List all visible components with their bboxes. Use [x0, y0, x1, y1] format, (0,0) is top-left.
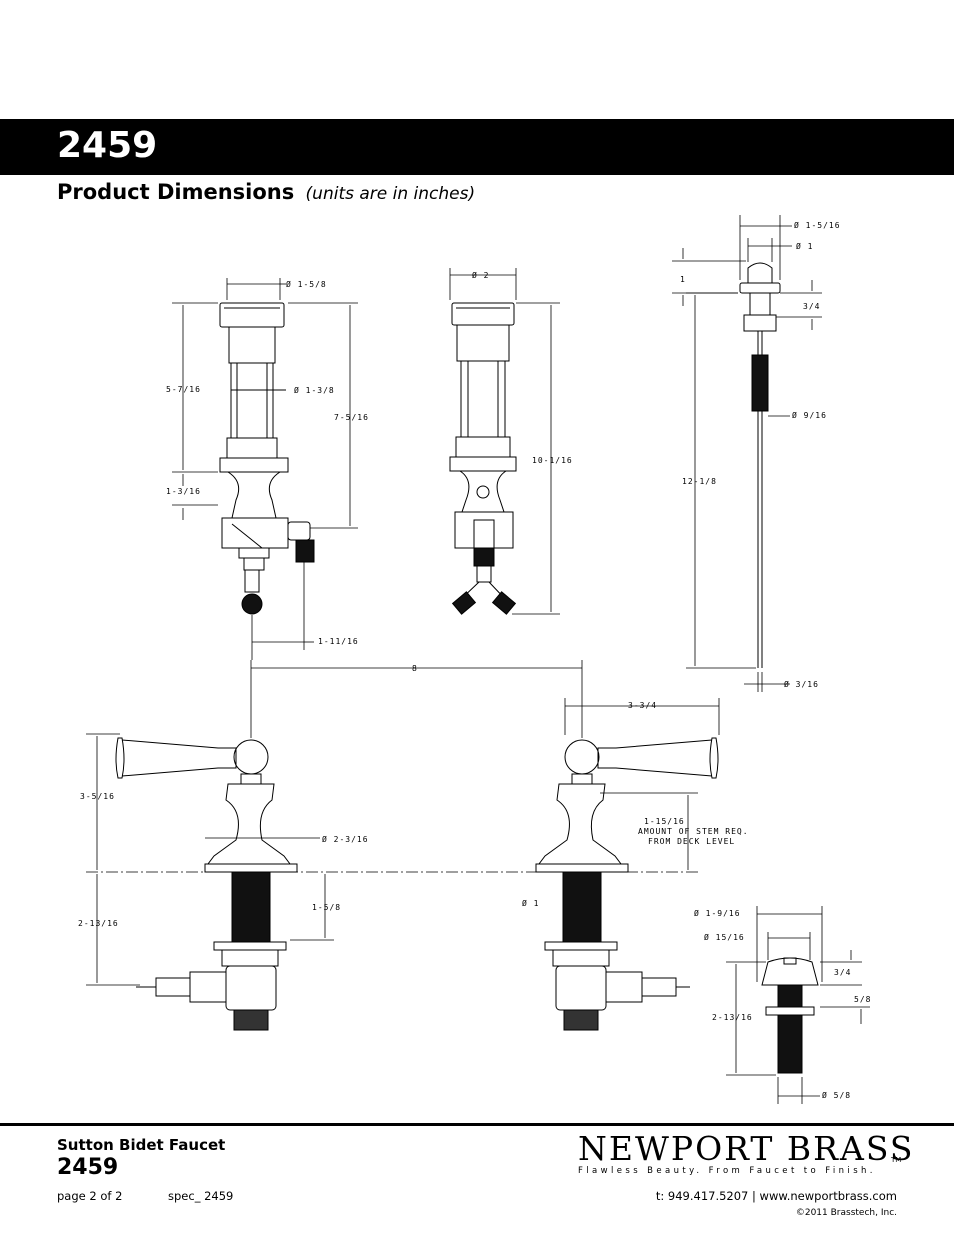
dim-left-height-lower: 1-3/16 — [166, 487, 201, 496]
dim-nipple-flange-dia: Ø 1-9/16 — [694, 908, 741, 918]
dim-left-height-total: 7-5/16 — [334, 413, 369, 422]
dim-handle-spacing: 8 — [412, 664, 418, 673]
dim-rod-cap-dia: Ø 1-5/16 — [794, 220, 841, 230]
right-valve-drawing — [535, 737, 719, 1031]
dim-left-outlet-offset: 1-11/16 — [318, 637, 359, 646]
dim-center-dia: Ø 2 — [472, 270, 489, 280]
section-title: Product Dimensions — [57, 180, 295, 204]
dim-center-height: 10-1/16 — [532, 456, 573, 465]
title-bar — [0, 119, 954, 175]
page-number: page 2 of 2 — [57, 1189, 123, 1203]
dim-rod-knob-dia: Ø 1 — [796, 241, 813, 251]
units-note: (units are in inches) — [305, 184, 476, 204]
dim-shank-dia: Ø 1 — [522, 898, 539, 908]
dim-nipple-dia: Ø 15/16 — [704, 932, 745, 942]
brand-logo-tagline: Flawless Beauty. From Faucet to Finish. — [578, 1166, 876, 1176]
dim-nipple-base: 5/8 — [854, 995, 871, 1004]
product-name: Sutton Bidet Faucet — [57, 1136, 226, 1154]
dim-rod-tip-dia: Ø 3/16 — [784, 679, 819, 689]
copyright: ©2011 Brasstech, Inc. — [795, 1208, 897, 1218]
brand-logo-tm: TM — [891, 1156, 902, 1164]
spec-id: spec_ 2459 — [168, 1189, 234, 1203]
contact-info: t: 949.417.5207 | www.newportbrass.com — [655, 1189, 897, 1203]
center-body-drawing — [449, 302, 517, 615]
dim-handle-height: 3-5/16 — [80, 792, 115, 801]
section-heading: Product Dimensions (units are in inches) — [57, 180, 475, 204]
product-number: 2459 — [57, 1155, 119, 1180]
rod-drawing — [739, 262, 781, 668]
dim-nipple-shank-dia: Ø 5/8 — [822, 1090, 851, 1100]
dim-rod-top: 1 — [680, 275, 686, 284]
nipple-drawing — [761, 957, 819, 1074]
dim-nipple-below: 2-13/16 — [712, 1013, 753, 1022]
dim-stem-req-note-1: AMOUNT OF STEM REQ. — [638, 827, 749, 836]
dim-left-height-upper: 5-7/16 — [166, 385, 201, 394]
dim-rod-length: 12-1/8 — [682, 477, 717, 486]
dim-left-inner-dia: Ø 1-3/8 — [294, 385, 335, 395]
dim-left-body-dia: Ø 1-5/8 — [286, 279, 327, 289]
brand-logo-wordmark: NEWPORT BRASS — [578, 1129, 915, 1168]
footer-rule — [0, 1123, 954, 1126]
dim-handle-reach: 3-3/4 — [628, 701, 657, 710]
page-title: 2459 — [57, 125, 158, 166]
dim-nipple-height: 3/4 — [834, 968, 851, 977]
dim-stem-req: 1-15/16 — [644, 817, 685, 826]
dim-rod-flange: 3/4 — [803, 302, 820, 311]
dim-below-deck: 2-13/16 — [78, 919, 119, 928]
dim-rod-thread-dia: Ø 9/16 — [792, 410, 827, 420]
dim-escutcheon-dia: Ø 2-3/16 — [322, 834, 369, 844]
dim-shank-length: 1-5/8 — [312, 903, 341, 912]
left-valve-drawing — [115, 737, 298, 1031]
dim-stem-req-note-2: FROM DECK LEVEL — [648, 837, 735, 846]
left-body-drawing — [219, 302, 315, 615]
